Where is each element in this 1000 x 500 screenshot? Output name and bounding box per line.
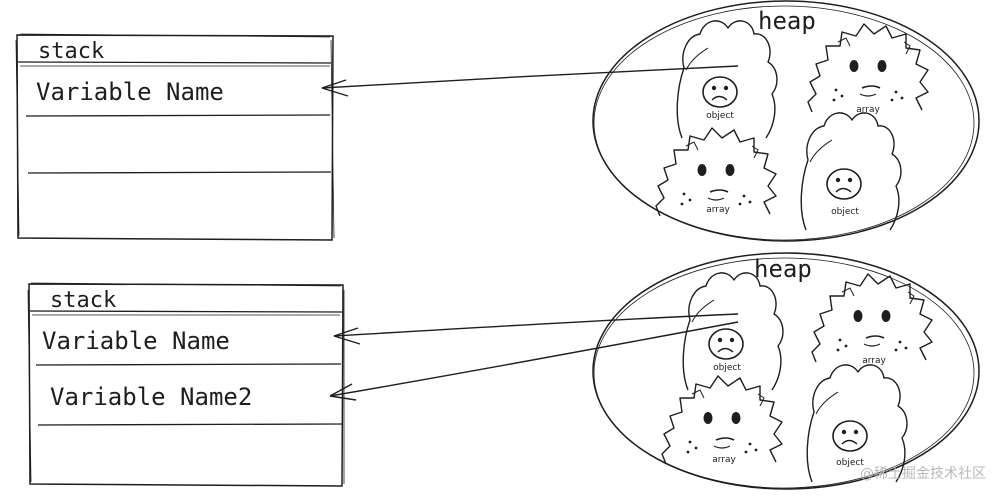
heap-array-blob: array	[661, 375, 783, 465]
diagram-2: stack Variable Name Variable Name2 heap …	[27, 252, 980, 490]
heap-object-ghost: object	[676, 20, 778, 139]
heap-object-label: object	[706, 111, 734, 121]
heap-title: heap	[758, 7, 816, 35]
heap-object-label: object	[836, 458, 864, 468]
heap-array-label: array	[712, 455, 736, 465]
reference-arrow	[333, 313, 739, 345]
heap-object-label: object	[831, 207, 859, 217]
stack-title: stack	[50, 288, 116, 313]
heap-object-ghost: object	[800, 112, 902, 231]
reference-arrow	[321, 65, 739, 97]
stack-box: stack Variable Name Variable Name2	[27, 282, 345, 487]
heap-array-blob: array	[655, 127, 777, 217]
heap-region: heap object array array object	[592, 0, 980, 242]
stack-title: stack	[38, 39, 104, 64]
stack-row-variable-name: Variable Name	[36, 78, 224, 106]
heap-region: heap object array array object	[592, 252, 980, 490]
reference-arrow	[329, 321, 739, 401]
heap-array-blob: array	[811, 273, 933, 366]
heap-array-label: array	[856, 105, 880, 115]
heap-array-blob: array	[807, 23, 929, 115]
heap-object-ghost: object	[806, 364, 908, 483]
diagram-1: stack Variable Name heap object array	[15, 0, 980, 242]
heap-title: heap	[754, 255, 812, 283]
heap-array-label: array	[862, 356, 886, 366]
stack-row-variable-name: Variable Name	[42, 327, 230, 355]
stack-box: stack Variable Name	[15, 33, 335, 241]
watermark: @稀土掘金技术社区	[860, 466, 986, 482]
heap-object-label: object	[713, 363, 741, 373]
stack-row-variable-name2: Variable Name2	[50, 383, 252, 411]
heap-array-label: array	[706, 205, 730, 215]
heap-object-ghost: object	[682, 272, 784, 391]
